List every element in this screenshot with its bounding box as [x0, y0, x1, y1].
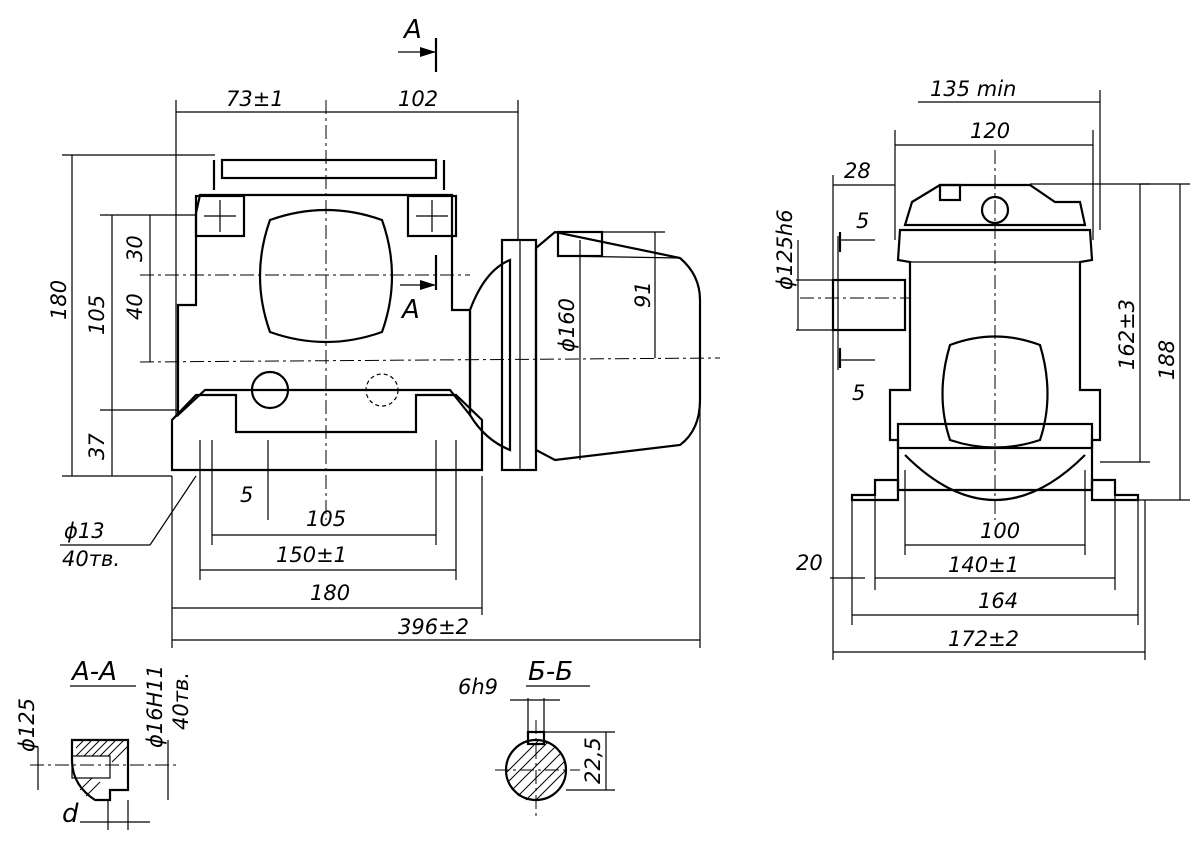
section-aa: A-A ϕ125 ϕ16H11 40тв. d — [15, 657, 193, 830]
section-5-top: 5 — [856, 209, 869, 233]
dim-162: 162±3 — [1115, 299, 1139, 370]
dim-5: 5 — [240, 483, 253, 507]
dim-20: 20 — [796, 551, 823, 575]
aa-d: d — [62, 799, 79, 829]
aa-phi16: ϕ16H11 — [143, 665, 167, 748]
dim-164: 164 — [978, 589, 1018, 613]
aa-phi125: ϕ125 — [15, 698, 39, 752]
section-aa-title: A-A — [70, 657, 117, 687]
dim-102: 102 — [398, 87, 438, 111]
dim-40: 40 — [123, 293, 147, 320]
dim-30: 30 — [123, 235, 147, 262]
dim-180-vertical: 180 — [47, 280, 71, 320]
hole-note-diameter: ϕ13 — [64, 519, 105, 543]
aa-holes: 40тв. — [169, 672, 193, 730]
dim-172: 172±2 — [948, 627, 1019, 651]
dim-37: 37 — [85, 433, 109, 460]
section-mark-a-mid: A — [400, 295, 420, 325]
dim-105-vertical: 105 — [85, 295, 109, 335]
dim-105-horizontal: 105 — [306, 507, 346, 531]
dim-phi160: ϕ160 — [555, 298, 579, 352]
dim-91: 91 — [631, 281, 655, 308]
dim-120: 120 — [970, 119, 1010, 143]
dim-396: 396±2 — [398, 615, 469, 639]
bb-key: 6h9 — [458, 675, 498, 699]
dim-28: 28 — [844, 159, 871, 183]
dim-140: 140±1 — [948, 553, 1019, 577]
front-view: A A 73±1 102 180 105 37 30 40 5 ϕ160 — [47, 15, 721, 648]
dim-150: 150±1 — [276, 543, 347, 567]
section-bb-title: Б-Б — [528, 657, 573, 687]
dim-phi125h6: ϕ125h6 — [773, 209, 797, 290]
dim-180-horizontal: 180 — [310, 581, 350, 605]
section-bb: Б-Б 6h9 22,5 — [458, 657, 615, 820]
bb-22-5: 22,5 — [581, 737, 605, 784]
section-5-bottom: 5 — [852, 381, 865, 405]
dim-100: 100 — [980, 519, 1020, 543]
hole-note-count: 40тв. — [62, 547, 120, 571]
dim-188: 188 — [1155, 340, 1179, 380]
side-view: 5 5 135 min 120 28 ϕ125h6 162±3 188 — [773, 77, 1190, 660]
dim-73: 73±1 — [226, 87, 284, 111]
dim-135-min: 135 min — [930, 77, 1016, 101]
section-mark-a-top: A — [402, 15, 422, 45]
